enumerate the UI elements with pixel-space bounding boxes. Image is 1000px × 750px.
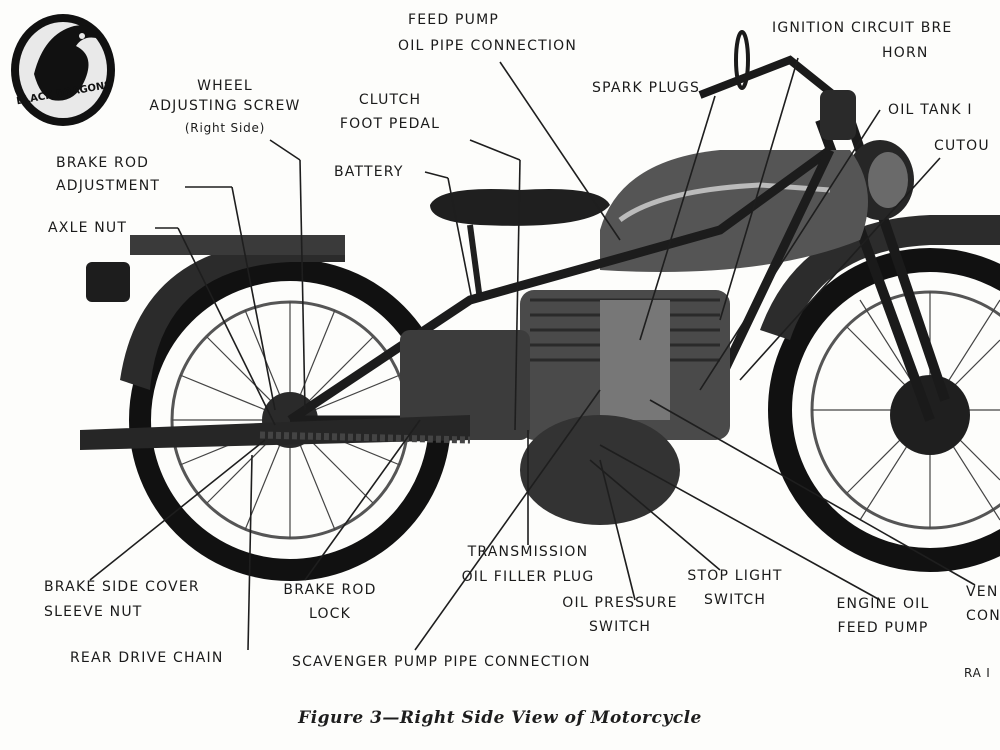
front-fender: [760, 215, 1000, 340]
black-dragons-logo: [11, 14, 115, 126]
label-ven-2: CON: [966, 608, 1000, 624]
tail-light: [86, 262, 130, 302]
label-stop-light-2: SWITCH: [703, 592, 767, 608]
label-oil-pressure-1: OIL PRESSURE: [562, 595, 678, 611]
label-engine-oil-2: FEED PUMP: [837, 620, 929, 636]
label-horn: HORN: [882, 45, 929, 61]
label-feed-pump-2: OIL PIPE CONNECTION: [398, 38, 578, 54]
dragon-icon: [34, 25, 100, 101]
exhaust: [80, 415, 470, 450]
engine: [520, 290, 730, 525]
label-cutout: CUTOU: [934, 138, 990, 154]
label-wheel-3: (Right Side): [184, 121, 266, 135]
handlebar: [698, 30, 856, 140]
label-engine-oil-1: ENGINE OIL: [836, 596, 930, 612]
label-brake-rod-adj-2: ADJUSTMENT: [56, 178, 161, 194]
label-brake-side-cover-2: SLEEVE NUT: [44, 604, 143, 620]
leader-lines: [89, 57, 976, 651]
label-rear-chain: REAR DRIVE CHAIN: [70, 650, 224, 666]
label-battery: BATTERY: [334, 164, 404, 180]
label-wheel-2: ADJUSTING SCREW: [149, 98, 301, 114]
label-scavenger: SCAVENGER PUMP PIPE CONNECTION: [292, 654, 591, 670]
label-clutch-2: FOOT PEDAL: [339, 116, 441, 132]
label-clutch-1: CLUTCH: [358, 92, 422, 108]
label-spark-plugs: SPARK PLUGS: [592, 80, 701, 96]
seat: [430, 189, 610, 301]
label-ra: RA I: [964, 666, 991, 680]
label-axle-nut: AXLE NUT: [48, 220, 128, 236]
label-brake-side-cover-1: BRAKE SIDE COVER: [44, 579, 200, 595]
label-oil-tank: OIL TANK I: [888, 102, 973, 118]
label-ignition: IGNITION CIRCUIT BRE: [772, 20, 953, 36]
label-feed-pump-1: FEED PUMP: [408, 12, 499, 28]
label-brake-rod-lock-1: BRAKE ROD: [283, 582, 377, 598]
label-brake-rod-adj-1: BRAKE ROD: [56, 155, 150, 171]
drive-chain: [259, 431, 471, 444]
label-oil-pressure-2: SWITCH: [588, 619, 652, 635]
label-transmission-2: OIL FILLER PLUG: [461, 569, 595, 585]
transmission-case: [400, 330, 530, 440]
label-ven-1: VEN: [966, 584, 999, 600]
figure-caption: Figure 3—Right Side View of Motorcycle: [298, 708, 702, 728]
label-wheel-1: WHEEL: [197, 78, 253, 94]
label-brake-rod-lock-2: LOCK: [308, 606, 352, 622]
label-stop-light-1: STOP LIGHT: [687, 568, 783, 584]
label-transmission-1: TRANSMISSION: [467, 544, 589, 560]
